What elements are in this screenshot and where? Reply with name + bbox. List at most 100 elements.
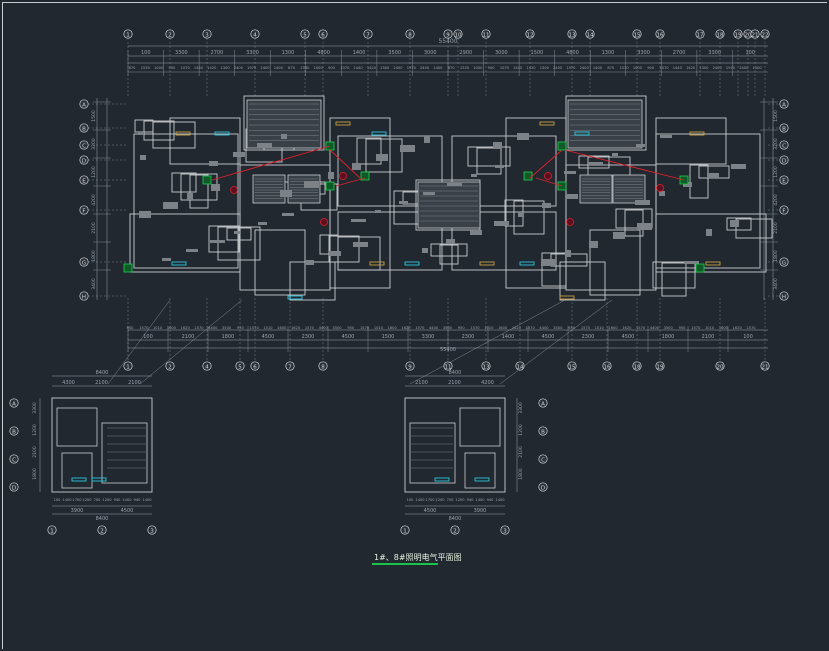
- detail-left-bottom-total: 8400: [96, 516, 109, 522]
- axis-bubble-bottom-13-circle: [481, 361, 491, 371]
- axis-bubble-bottom-8: 8: [321, 364, 325, 370]
- axis-bubble-top-6: 6: [321, 32, 325, 38]
- top-subdim-label: 1530: [300, 66, 310, 70]
- bottom-subdim-label: 1620: [291, 326, 301, 330]
- bottom-subdim-label: 950: [127, 326, 135, 330]
- detail-left-bottom-subdim: 1200: [82, 498, 92, 502]
- bottom-subdim-label: 1570: [581, 326, 591, 330]
- detail-left-axis-side-A: A: [12, 401, 16, 407]
- axis-bubble-right-B-circle: [779, 123, 789, 133]
- top-dim-label: 1300: [282, 50, 295, 56]
- axis-bubble-top-4: 4: [253, 32, 257, 38]
- fixture-block: [493, 142, 502, 149]
- detail-right-top-dim-label: 4200: [481, 380, 494, 386]
- fixture-block: [424, 136, 430, 143]
- bottom-dim-label: 1400: [502, 334, 515, 340]
- fixture-block: [471, 174, 477, 177]
- wall-segment: [559, 261, 606, 301]
- bottom-subdim-label: 1570: [139, 326, 149, 330]
- axis-bubble-bottom-18: 18: [634, 364, 641, 370]
- wall-segment: [565, 95, 647, 151]
- axis-bubble-top-17: 17: [697, 32, 704, 38]
- detail-right-bottom-total: 8400: [449, 516, 462, 522]
- bottom-dim-label: 4500: [542, 334, 555, 340]
- wall-segment: [476, 147, 502, 175]
- wall-segment: [254, 229, 306, 296]
- window: [519, 261, 535, 266]
- detail-left-axis-side-B-circle: [9, 426, 19, 436]
- axis-bubble-left-H: H: [82, 294, 86, 300]
- fixture-block: [163, 202, 178, 209]
- axis-bubble-right-C-circle: [779, 140, 789, 150]
- detail-right-bottom-subdim: 1200: [435, 498, 445, 502]
- bottom-subdim-label: 1570: [305, 326, 315, 330]
- detail-left-side-dim-label: 1200: [32, 424, 38, 436]
- wall-segment: [726, 217, 752, 231]
- axis-bubble-bottom-9-circle: [405, 361, 415, 371]
- axis-bubble-bottom-16: 16: [604, 364, 611, 370]
- top-subdim-label: 1070: [340, 66, 350, 70]
- stairwell: [417, 181, 481, 229]
- top-subdim-label: 900: [328, 66, 336, 70]
- bottom-subdim-label: 1600: [167, 326, 177, 330]
- bottom-subdim-label: 3500: [664, 326, 674, 330]
- top-dim-label: 4800: [317, 50, 330, 56]
- fixture-block: [233, 152, 245, 157]
- top-subdim-label: 1000: [314, 66, 324, 70]
- fixture-block: [495, 165, 504, 168]
- fixture-block: [470, 230, 482, 235]
- wall-segment: [365, 138, 403, 173]
- fixture-block: [328, 172, 334, 179]
- top-subdim-label: 1000: [633, 66, 643, 70]
- fixture-block: [566, 194, 578, 199]
- wall-segment: [169, 117, 241, 165]
- right-dim-label: 3200: [773, 138, 779, 150]
- bottom-subdim-label: 1570: [470, 326, 480, 330]
- electrical-device: [557, 141, 567, 151]
- fixture-block: [209, 161, 218, 166]
- fixture-block: [280, 190, 292, 197]
- bottom-subdim-label: 1620: [622, 326, 632, 330]
- fixture-block: [517, 133, 529, 140]
- bottom-subdim-label: 3500: [443, 326, 453, 330]
- top-subdim-label: 870: [448, 66, 456, 70]
- top-subdim-label: 1300: [699, 66, 709, 70]
- detail-left-axis-side-B: B: [12, 429, 16, 435]
- detail-right-side-dim-label: 1200: [518, 424, 524, 436]
- top-dim-label: 3300: [637, 50, 650, 56]
- axis-bubble-bottom-6: 6: [253, 364, 257, 370]
- wall-segment: [451, 135, 557, 207]
- fixture-block: [659, 191, 665, 196]
- left-dim-label: 1200: [91, 166, 97, 178]
- window: [287, 295, 303, 300]
- fixture-block: [731, 164, 746, 169]
- fixture-block: [399, 201, 408, 204]
- right-dim-label: 3400: [773, 278, 779, 290]
- window: [539, 121, 555, 126]
- detail-right-axis-side-C: C: [541, 457, 545, 463]
- axis-bubble-bottom-18-circle: [632, 361, 642, 371]
- top-subdim-label: 2400: [553, 66, 563, 70]
- wall-segment: [513, 200, 545, 235]
- fixture-block: [138, 132, 144, 135]
- wall-segment: [356, 137, 382, 165]
- axis-bubble-right-B: B: [782, 126, 786, 132]
- electrical-device: [523, 171, 533, 181]
- bottom-dim-label: 100: [743, 334, 753, 340]
- wall-segment: [652, 261, 696, 289]
- detail-leader-line: [409, 299, 566, 385]
- bottom-subdim-label: 4400: [208, 326, 218, 330]
- top-subdim-label: 900: [488, 66, 496, 70]
- top-subdim-label: 1070: [181, 66, 191, 70]
- axis-bubble-bottom-20-circle: [715, 361, 725, 371]
- wiring-line: [335, 177, 366, 187]
- top-dim-label: 1500: [531, 50, 544, 56]
- axis-bubble-left-F: F: [82, 208, 85, 214]
- top-dim-label: 100: [745, 50, 755, 56]
- fixture-block: [258, 222, 267, 225]
- bottom-subdim-label: 950: [458, 326, 466, 330]
- detail-left-bottom-subdim: 940: [114, 498, 122, 502]
- axis-bubble-top-11: 11: [483, 32, 490, 38]
- bottom-subdim-label: 4400: [539, 326, 549, 330]
